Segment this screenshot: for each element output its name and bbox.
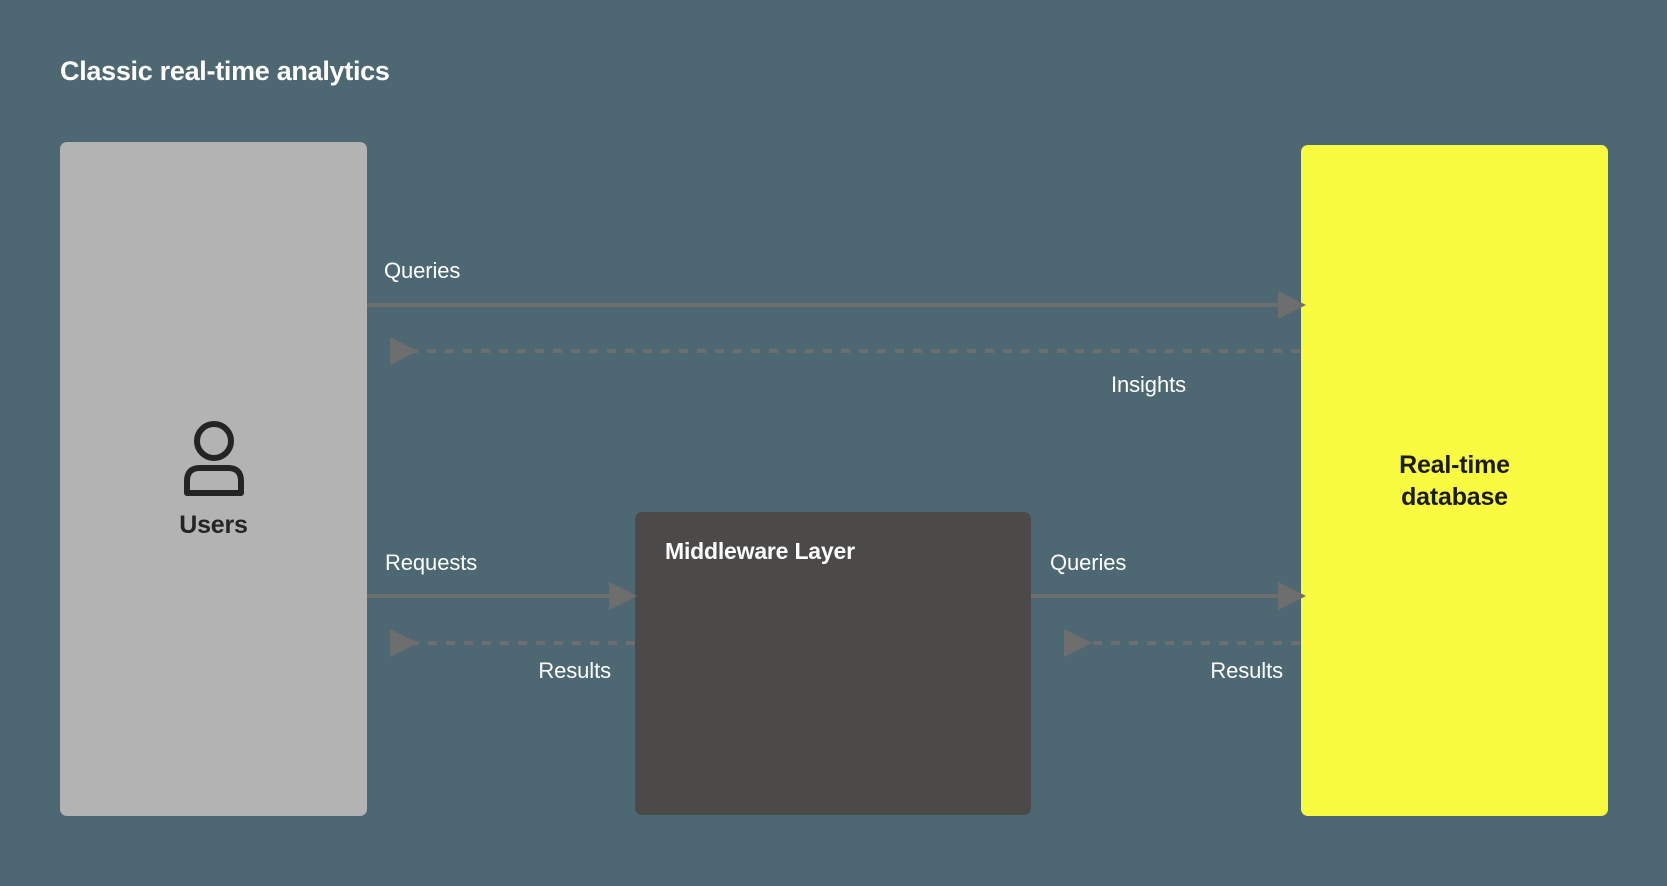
edge-label-results-left: Results bbox=[538, 658, 611, 683]
node-users-label: Users bbox=[179, 510, 248, 539]
page-title: Classic real-time analytics bbox=[60, 56, 390, 86]
node-database[interactable]: Real-time database bbox=[1301, 145, 1608, 816]
edge-label-requests: Requests bbox=[385, 550, 478, 575]
edge-label-queries-mid: Queries bbox=[1050, 550, 1127, 575]
node-middleware[interactable]: Middleware Layer bbox=[635, 512, 1031, 815]
users-node-content: Users bbox=[60, 142, 367, 816]
node-database-label-line2: database bbox=[1401, 482, 1508, 511]
node-users[interactable]: Users bbox=[60, 142, 367, 816]
node-middleware-label: Middleware Layer bbox=[665, 538, 855, 564]
user-icon bbox=[183, 420, 244, 496]
edge-label-queries-top: Queries bbox=[384, 258, 461, 283]
edge-label-insights: Insights bbox=[1110, 372, 1186, 397]
node-database-label-line1: Real-time bbox=[1399, 450, 1510, 479]
node-database-label: Real-time database bbox=[1301, 145, 1608, 816]
edge-label-results-right: Results bbox=[1210, 658, 1283, 683]
